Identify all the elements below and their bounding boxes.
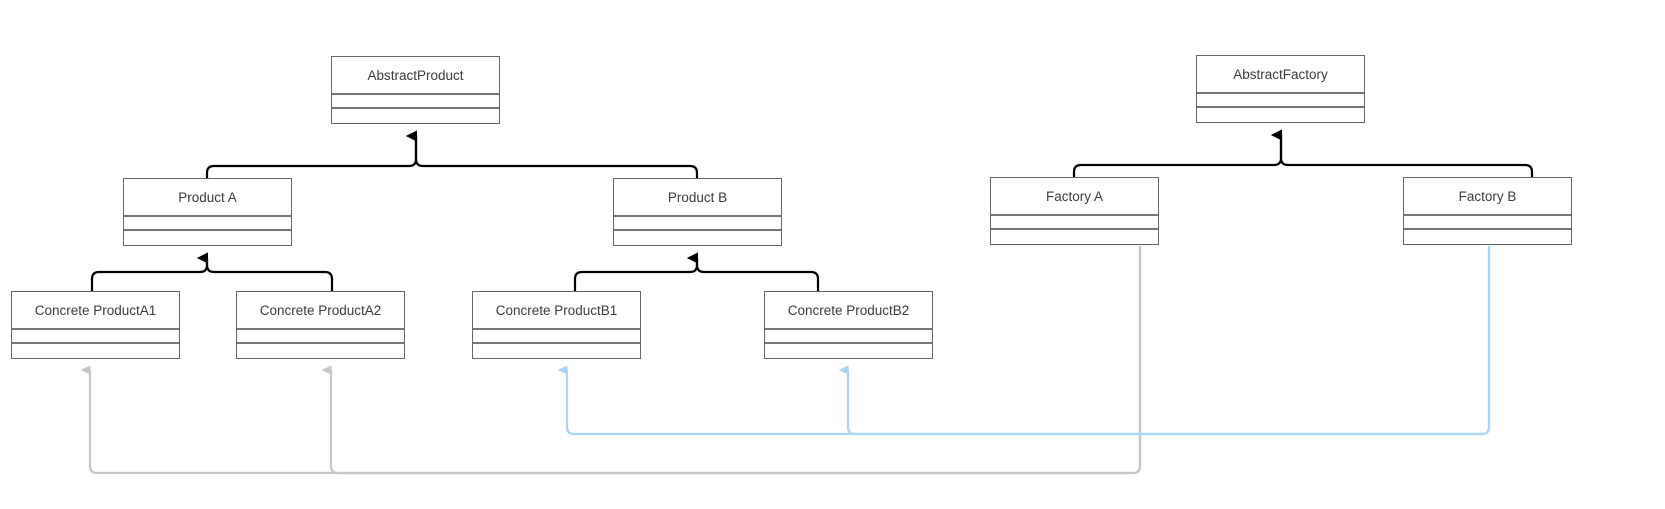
class-attributes-concrete-product-a1 [12,330,179,344]
class-operations-abstract-product [332,109,499,123]
class-attributes-abstract-product [332,95,499,109]
edge-group-abstract-product-inheritance [205,130,699,178]
edge-factorya-to-concretea1 [80,246,1142,475]
class-name-factory-a: Factory A [991,178,1158,216]
edge-producta-to-abstractproduct [205,130,418,178]
class-attributes-concrete-product-b1 [473,330,640,344]
class-attributes-product-b [614,217,781,231]
edge-factorya-to-abstractfactory [1072,129,1283,177]
class-attributes-concrete-product-a2 [237,330,404,344]
class-name-abstract-factory: AbstractFactory [1197,56,1364,94]
edge-group-product-b-inheritance [573,252,820,291]
class-name-abstract-product: AbstractProduct [332,57,499,95]
class-attributes-factory-a [991,216,1158,230]
edge-factoryb-to-abstractfactory [1271,129,1534,177]
class-name-concrete-product-b2: Concrete ProductB2 [765,292,932,330]
class-operations-concrete-product-a2 [237,344,404,358]
class-name-product-a: Product A [124,179,291,217]
edge-concretea2-to-producta [197,252,334,291]
class-operations-concrete-product-b2 [765,344,932,358]
class-attributes-concrete-product-b2 [765,330,932,344]
class-attributes-factory-b [1404,216,1571,230]
class-box-product-a[interactable]: Product A [123,178,292,246]
class-operations-abstract-factory [1197,108,1364,122]
edge-group-factory-b-dependencies [557,246,1491,436]
edge-factorya-to-concretea2 [321,246,1142,475]
class-box-abstract-factory[interactable]: AbstractFactory [1196,55,1365,123]
class-name-product-b: Product B [614,179,781,217]
edge-group-factory-a-dependencies [80,246,1142,475]
class-operations-concrete-product-a1 [12,344,179,358]
class-box-abstract-product[interactable]: AbstractProduct [331,56,500,124]
class-operations-product-a [124,231,291,245]
class-name-concrete-product-a2: Concrete ProductA2 [237,292,404,330]
edge-group-product-a-inheritance [90,252,334,291]
class-name-factory-b: Factory B [1404,178,1571,216]
class-operations-concrete-product-b1 [473,344,640,358]
class-box-concrete-product-a2[interactable]: Concrete ProductA2 [236,291,405,359]
class-attributes-abstract-factory [1197,94,1364,108]
class-attributes-product-a [124,217,291,231]
edge-factoryb-to-concreteb2 [838,246,1491,436]
edge-group-abstract-factory-inheritance [1072,129,1534,177]
class-box-concrete-product-a1[interactable]: Concrete ProductA1 [11,291,180,359]
class-box-concrete-product-b1[interactable]: Concrete ProductB1 [472,291,641,359]
class-box-factory-b[interactable]: Factory B [1403,177,1572,245]
class-name-concrete-product-b1: Concrete ProductB1 [473,292,640,330]
class-name-concrete-product-a1: Concrete ProductA1 [12,292,179,330]
edge-factoryb-to-concreteb1 [557,246,1491,436]
class-box-factory-a[interactable]: Factory A [990,177,1159,245]
edge-concreteb2-to-productb [687,252,820,291]
edge-productb-to-abstractproduct [406,130,699,178]
class-operations-product-b [614,231,781,245]
class-operations-factory-a [991,230,1158,244]
class-box-product-b[interactable]: Product B [613,178,782,246]
class-operations-factory-b [1404,230,1571,244]
class-box-concrete-product-b2[interactable]: Concrete ProductB2 [764,291,933,359]
edge-concreteb1-to-productb [573,252,699,291]
edge-concretea1-to-producta [90,252,209,291]
